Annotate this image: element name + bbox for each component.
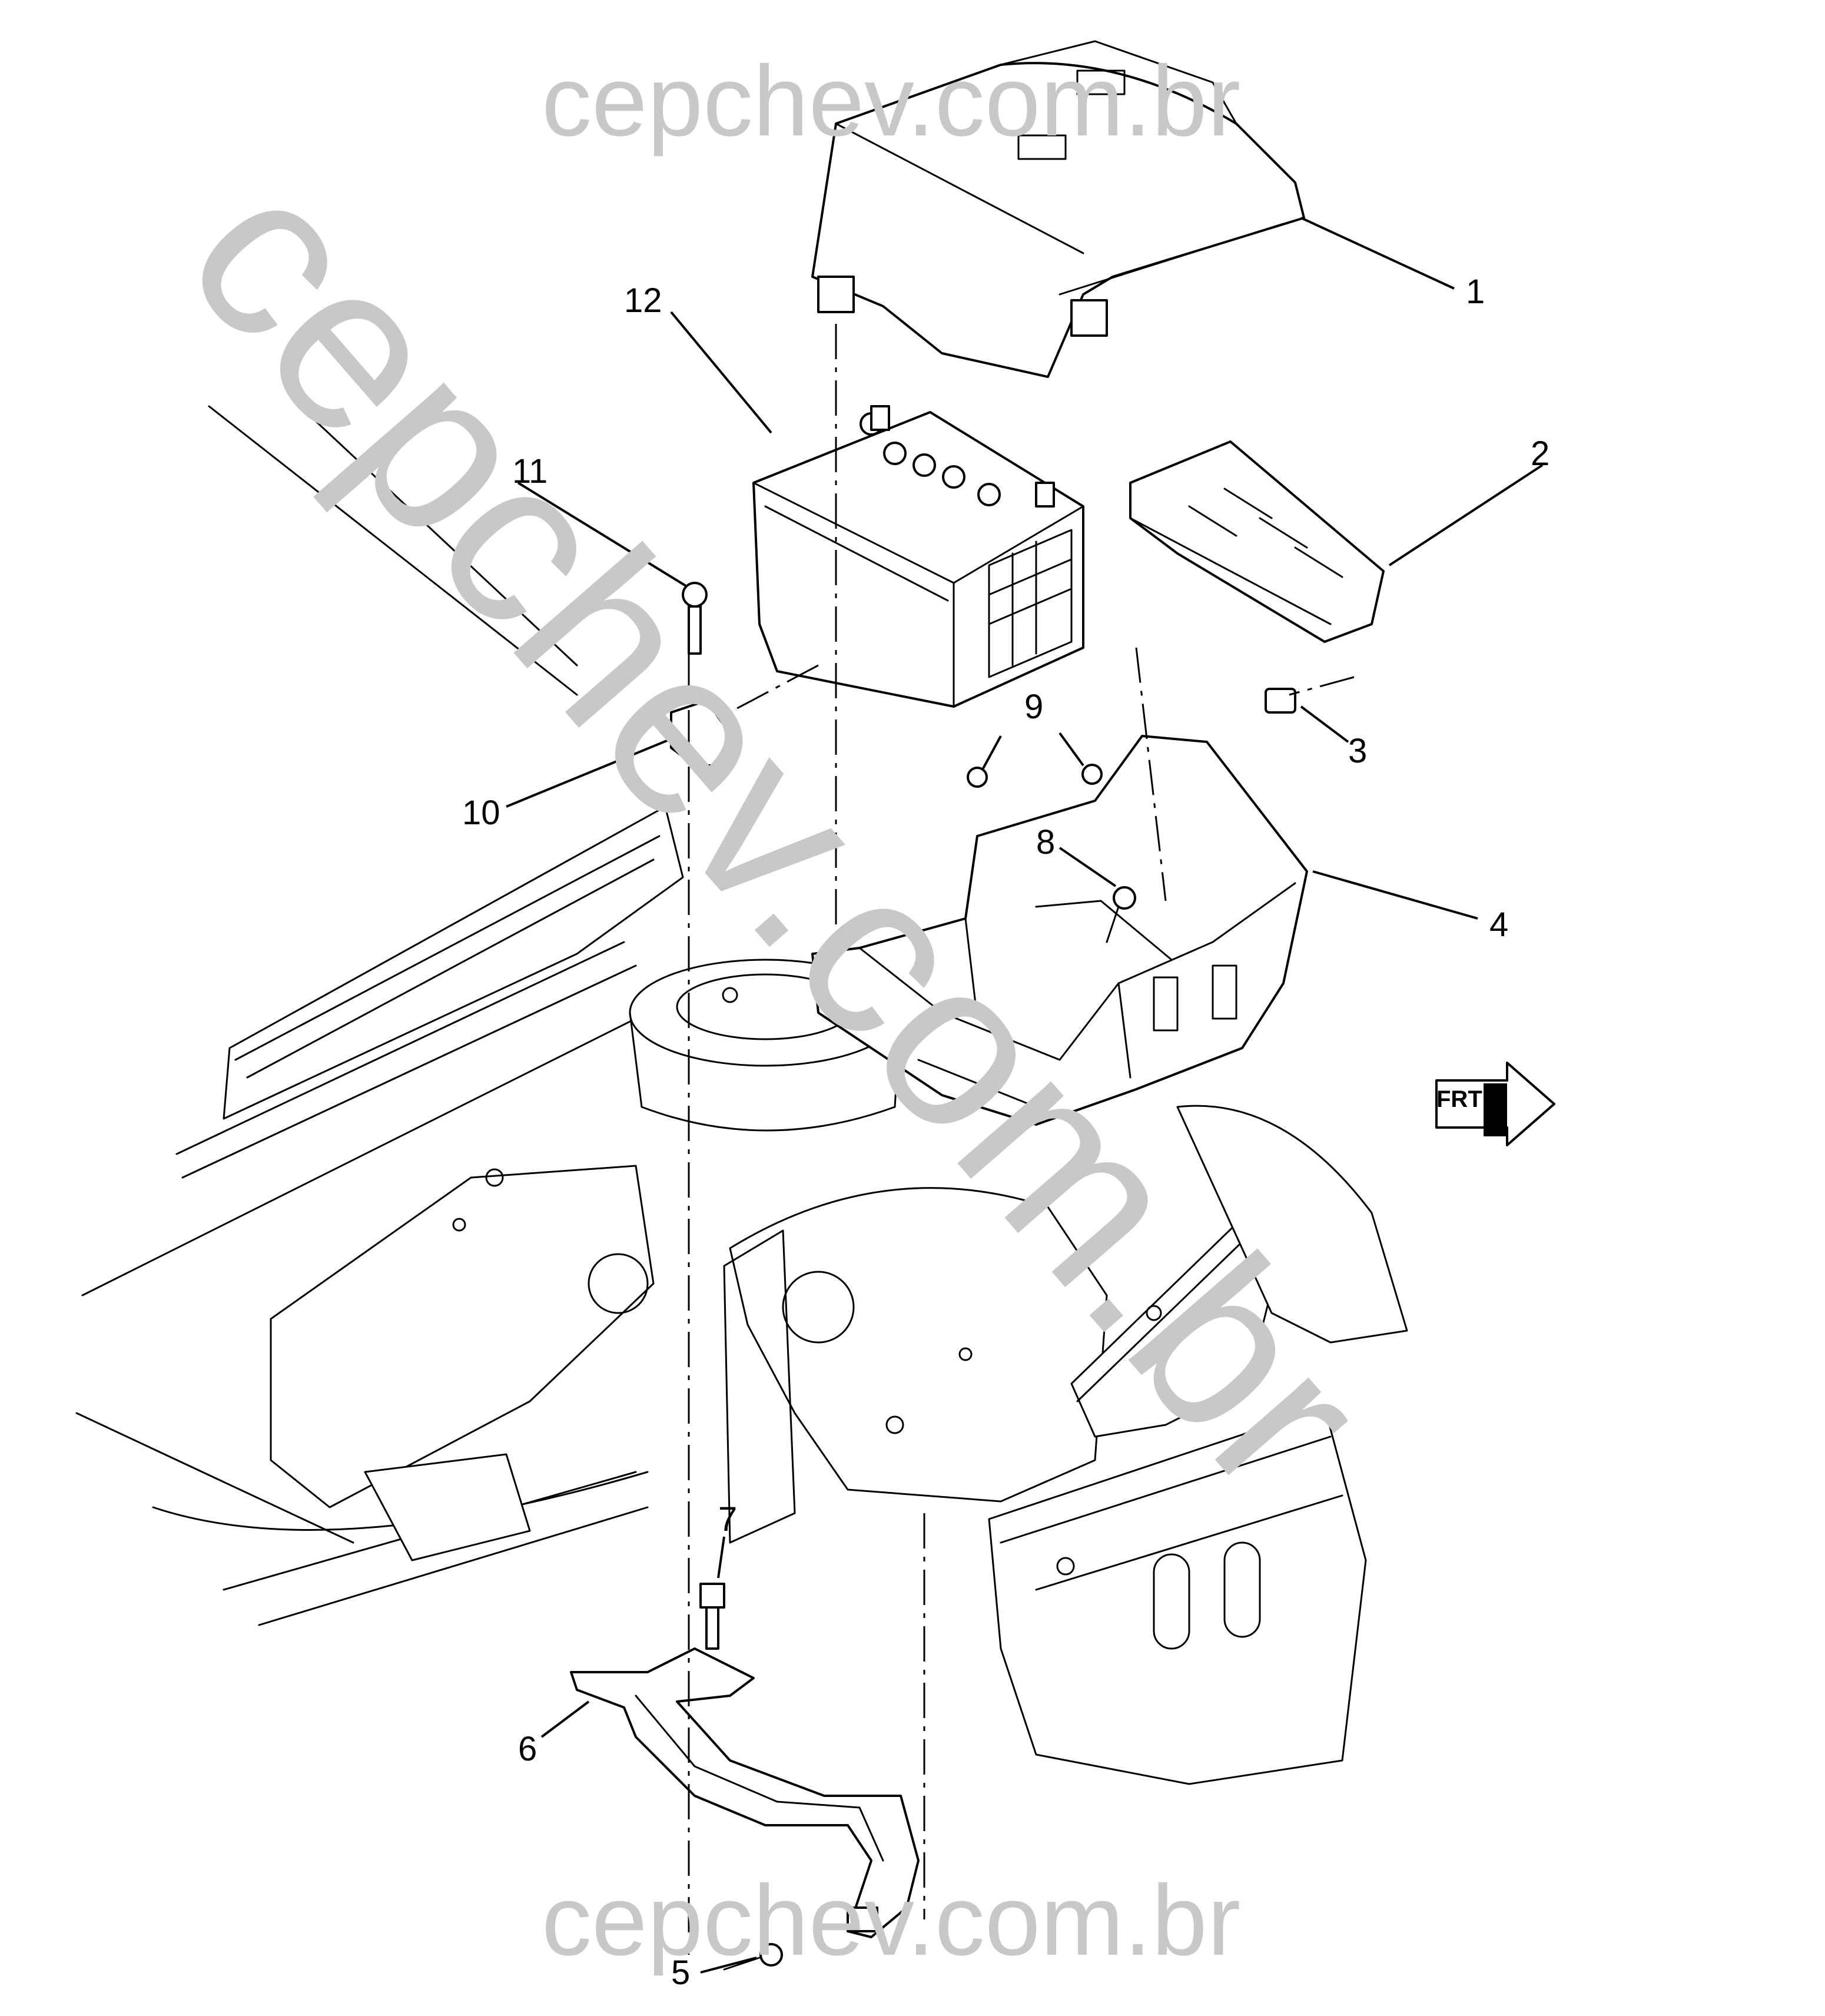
front-arrow-icon — [1435, 1062, 1555, 1146]
callout-6: 6 — [518, 1730, 537, 1768]
callout-10: 10 — [462, 794, 500, 832]
callout-11: 11 — [512, 452, 548, 490]
callout-5: 5 — [671, 1954, 690, 1992]
callout-9: 9 — [1024, 688, 1043, 726]
leader-lines — [506, 217, 1544, 1974]
callout-labels: 1 2 3 4 5 6 7 8 9 10 11 12 — [462, 273, 1549, 1992]
retainer-pair — [967, 764, 1103, 788]
callout-7: 7 — [718, 1500, 737, 1538]
battery-cover — [811, 40, 1305, 378]
callout-3: 3 — [1348, 732, 1367, 770]
front-indicator-label: FRT — [1436, 1086, 1482, 1112]
tray-bolt — [1106, 886, 1136, 943]
battery-insulator — [1129, 440, 1385, 643]
vehicle-body-structure — [75, 405, 1408, 1785]
callout-8: 8 — [1036, 823, 1055, 861]
retainer-bolt — [682, 582, 708, 655]
clip — [1265, 688, 1296, 714]
alignment-lines — [688, 324, 1355, 1955]
callout-4: 4 — [1489, 906, 1508, 944]
tray-support-bracket — [570, 1647, 920, 1938]
support-bolt — [723, 1943, 783, 1971]
bracket-bolt — [699, 1583, 725, 1650]
callout-1: 1 — [1466, 273, 1485, 311]
callout-2: 2 — [1531, 435, 1549, 473]
front-indicator: FRT — [1435, 1062, 1555, 1146]
callout-12: 12 — [624, 281, 662, 320]
hold-down-retainer — [670, 699, 737, 767]
watermark-bottom: cepchev.com.br — [542, 1865, 1240, 1977]
battery-tray — [811, 735, 1308, 1126]
watermark-top: cepchev.com.br — [542, 45, 1240, 157]
